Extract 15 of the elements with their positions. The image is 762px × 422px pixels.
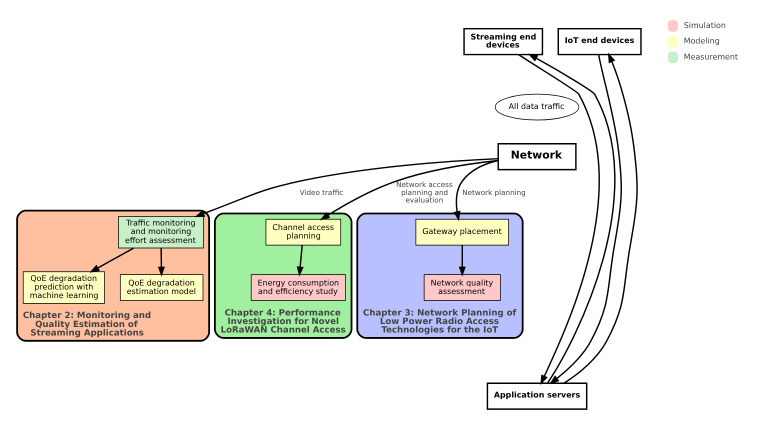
node-box: Network <box>498 143 577 170</box>
edge-label: Network access planning and evaluation <box>396 180 453 205</box>
arrow <box>454 160 498 222</box>
arrow <box>518 54 600 385</box>
arrow <box>564 52 638 384</box>
arrow <box>194 158 498 218</box>
arrow <box>528 54 616 384</box>
edge-label: Video traffic <box>300 188 344 197</box>
arrow <box>296 245 304 277</box>
arrow <box>458 245 466 277</box>
arrow <box>89 247 134 273</box>
arrow <box>158 248 165 277</box>
arrow <box>549 54 622 384</box>
edge-label: Network planning <box>462 188 526 197</box>
arrow <box>320 160 498 220</box>
